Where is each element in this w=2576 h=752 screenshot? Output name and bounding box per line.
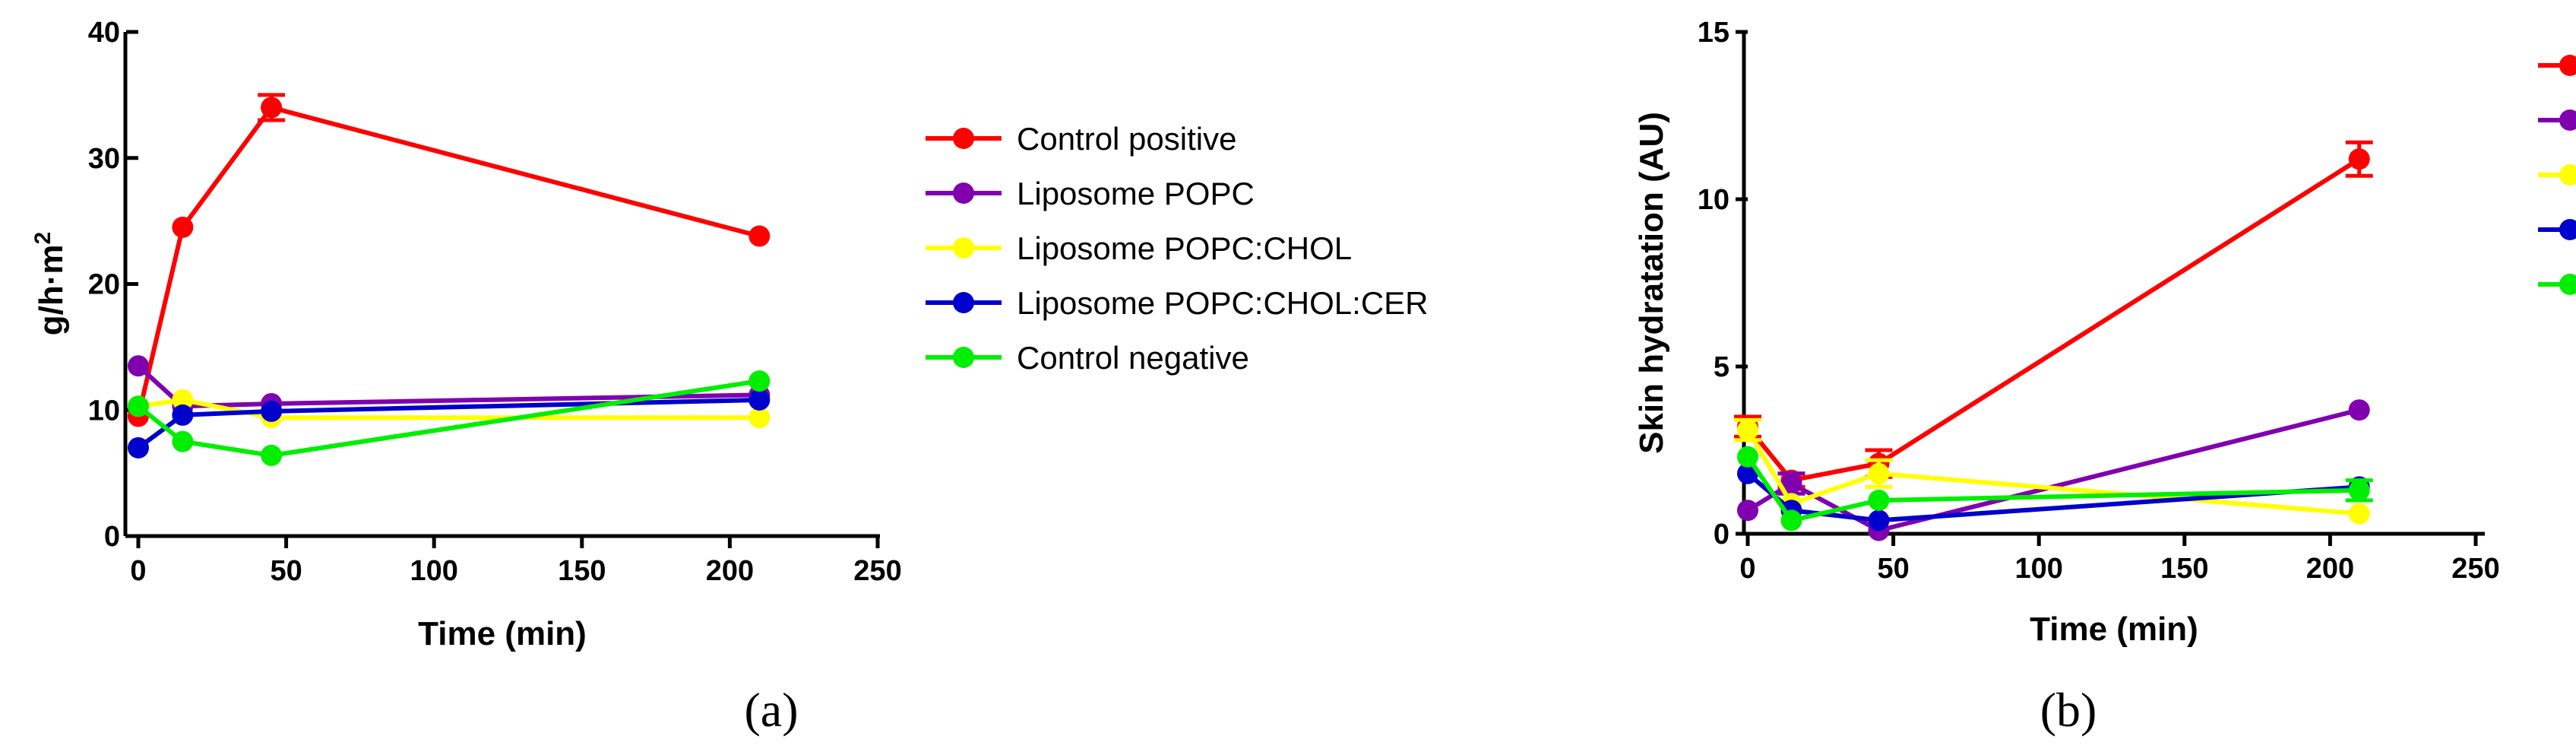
data-point-b-1 bbox=[2348, 399, 2370, 421]
data-point-b-2 bbox=[2348, 503, 2370, 525]
legend-b-marker-2 bbox=[2559, 164, 2576, 186]
series-line-b-0 bbox=[1745, 157, 2361, 483]
series-line-a-4 bbox=[137, 379, 760, 458]
x-tick-label-b: 50 bbox=[1877, 553, 1909, 585]
data-point-b-2 bbox=[1868, 462, 1890, 484]
panel-label-b-text: (b) bbox=[2040, 683, 2097, 737]
legend-marker-3 bbox=[953, 292, 974, 313]
ticks-a: 0 50 100 150 200 250 0 10 20 30 40 bbox=[88, 17, 902, 587]
legend-marker-0 bbox=[953, 128, 974, 149]
data-point-b-4 bbox=[1737, 446, 1758, 468]
data-point-a-3 bbox=[748, 389, 771, 411]
data-point-a-4 bbox=[128, 395, 149, 417]
legend-label-0: Control positive bbox=[1017, 121, 1236, 157]
x-tick-label-a: 100 bbox=[410, 555, 457, 587]
x-axis-label-a: Time (min) bbox=[418, 615, 587, 652]
legend-marker-4 bbox=[953, 347, 974, 368]
y-tick-label-b: 10 bbox=[1698, 184, 1729, 216]
y-axis-label-a: g/h·m2 bbox=[30, 232, 70, 335]
data-point-a-1 bbox=[128, 355, 149, 377]
y-tick-label-a: 20 bbox=[88, 269, 120, 301]
y-tick-label-a: 40 bbox=[88, 17, 120, 49]
x-tick-label-b: 250 bbox=[2451, 553, 2499, 585]
series-line-a-3 bbox=[137, 397, 760, 450]
legend-b-marker-0 bbox=[2559, 55, 2576, 76]
series-line-b-4 bbox=[1745, 455, 2359, 523]
y-tick-label-a: 0 bbox=[104, 521, 120, 553]
series-marks-b bbox=[1734, 140, 2373, 541]
data-point-b-4 bbox=[2348, 479, 2370, 501]
series-marks-a bbox=[128, 93, 771, 466]
y-tick-label-a: 10 bbox=[88, 395, 120, 427]
series-line-b-1 bbox=[1746, 408, 2360, 533]
data-point-a-3 bbox=[172, 404, 194, 426]
data-point-a-0 bbox=[261, 97, 283, 119]
data-point-b-2 bbox=[1737, 419, 1758, 441]
data-point-b-4 bbox=[1868, 490, 1890, 511]
data-point-b-1 bbox=[1737, 500, 1758, 522]
y-tick-label-b: 15 bbox=[1698, 17, 1729, 49]
data-point-a-4 bbox=[261, 444, 283, 466]
x-tick-label-b: 150 bbox=[2160, 553, 2208, 585]
y-tick-label-b: 0 bbox=[1714, 519, 1729, 551]
chart-panel-b: 0 50 100 150 200 250 0 5 10 15 Time (min) Skin hy… bbox=[1633, 17, 2576, 648]
x-tick-label-a: 150 bbox=[558, 555, 606, 587]
data-point-b-4 bbox=[1780, 509, 1802, 531]
legend-label-1: Liposome POPC bbox=[1017, 176, 1255, 211]
ticks-b: 0 50 100 150 200 250 0 5 10 15 bbox=[1698, 17, 2500, 585]
x-tick-label-b: 200 bbox=[2306, 553, 2354, 585]
data-point-a-2 bbox=[748, 407, 771, 429]
x-tick-label-a: 50 bbox=[270, 555, 302, 587]
x-tick-label-a: 200 bbox=[706, 555, 754, 587]
chart-panel-a: 0 50 100 150 200 250 0 10 20 30 40 Time (min) g/h·… bbox=[30, 17, 1429, 652]
x-tick-label-b: 0 bbox=[1739, 553, 1755, 585]
legend-marker-1 bbox=[953, 182, 974, 204]
y-tick-label-a: 30 bbox=[88, 143, 120, 175]
legend-b-marker-1 bbox=[2559, 109, 2576, 131]
legend-label-2: Liposome POPC:CHOL bbox=[1017, 230, 1352, 266]
series-line-a-0 bbox=[136, 105, 761, 417]
x-axis-label-b: Time (min) bbox=[2030, 611, 2198, 648]
data-point-a-4 bbox=[748, 370, 771, 392]
data-point-a-4 bbox=[172, 430, 194, 452]
y-axis-label-b: Skin hydratation (AU) bbox=[1633, 112, 1670, 454]
data-point-a-3 bbox=[261, 400, 283, 422]
legend-label-4: Control negative bbox=[1017, 340, 1249, 376]
data-point-a-0 bbox=[748, 225, 771, 247]
data-point-b-3 bbox=[1868, 509, 1890, 531]
legend-b bbox=[2538, 55, 2576, 295]
x-tick-label-a: 0 bbox=[130, 555, 146, 587]
data-point-b-1 bbox=[1780, 473, 1802, 494]
y-tick-label-b: 5 bbox=[1714, 351, 1729, 383]
legend-label-3: Liposome POPC:CHOL:CER bbox=[1017, 285, 1429, 321]
x-tick-label-b: 100 bbox=[2014, 553, 2062, 585]
panel-label-a-text: (a) bbox=[744, 683, 798, 737]
legend-b-marker-3 bbox=[2559, 219, 2576, 240]
data-point-b-0 bbox=[2348, 148, 2370, 170]
series-line-a-1 bbox=[136, 364, 760, 409]
data-point-a-2 bbox=[172, 389, 194, 411]
x-tick-label-a: 250 bbox=[853, 555, 901, 587]
legend-marker-2 bbox=[953, 237, 974, 259]
data-point-a-3 bbox=[128, 436, 149, 458]
data-point-a-0 bbox=[172, 216, 194, 238]
legend-b-marker-4 bbox=[2559, 274, 2576, 295]
